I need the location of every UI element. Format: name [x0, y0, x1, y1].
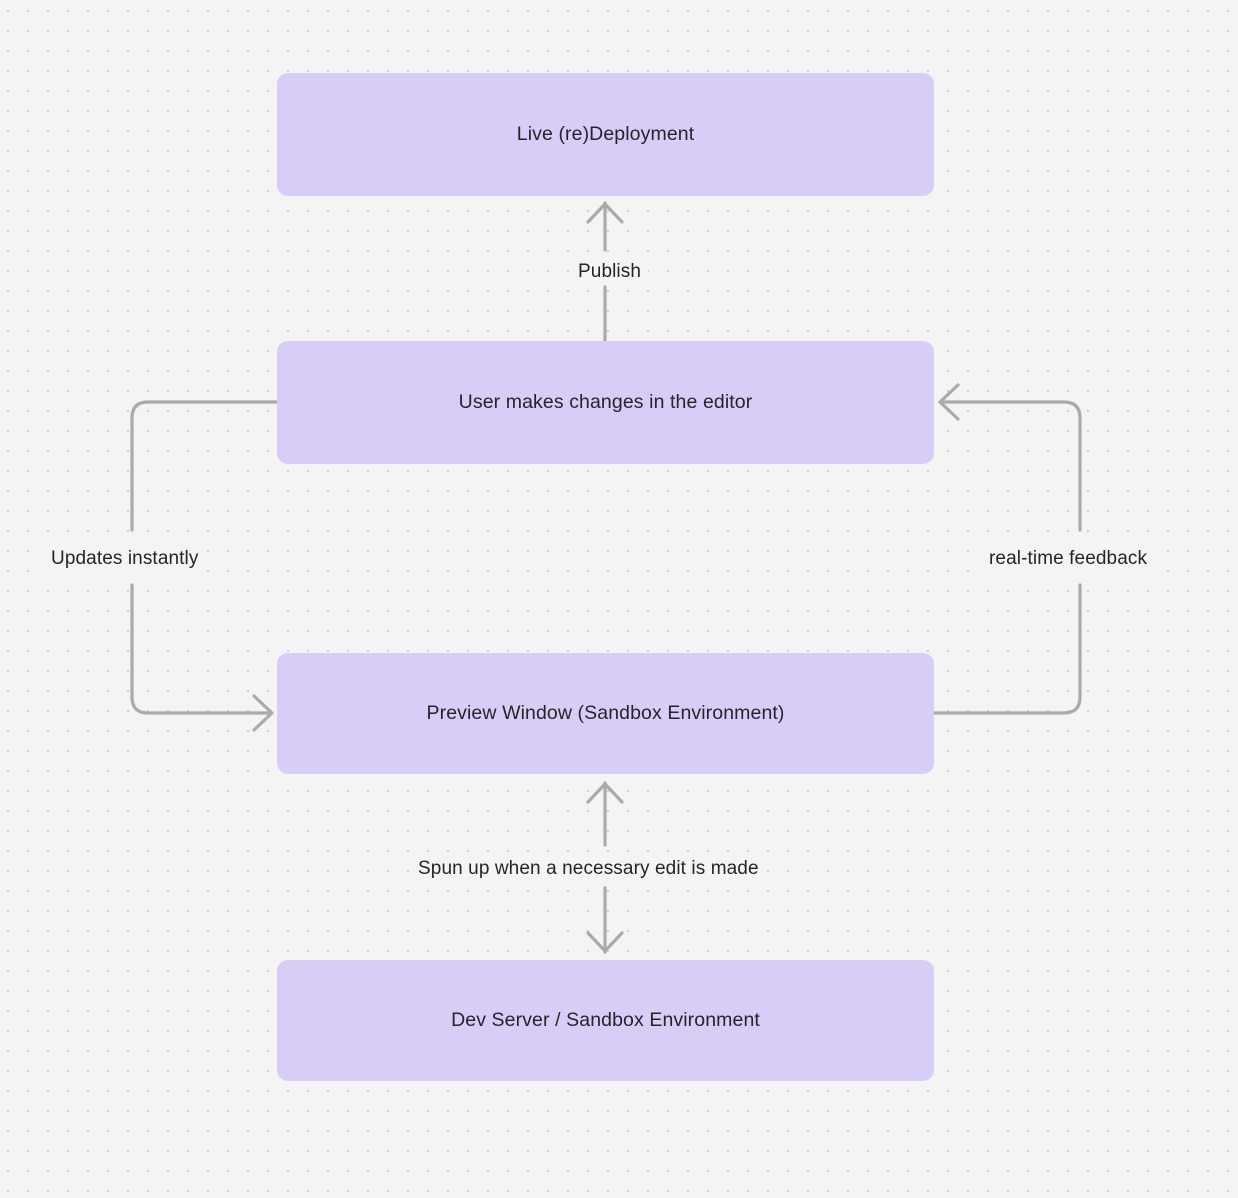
node-user-makes-changes-label: User makes changes in the editor — [458, 390, 753, 413]
node-preview-window[interactable]: Preview Window (Sandbox Environment) — [277, 653, 934, 774]
node-live-redeployment-label: Live (re)Deployment — [516, 122, 695, 145]
node-user-makes-changes[interactable]: User makes changes in the editor — [277, 341, 934, 464]
edge-label-spun-up: Spun up when a necessary edit is made — [411, 856, 766, 882]
node-preview-window-label: Preview Window (Sandbox Environment) — [426, 701, 785, 724]
node-live-redeployment[interactable]: Live (re)Deployment — [277, 73, 934, 196]
edge-label-publish: Publish — [571, 259, 649, 285]
edge-label-updates-instantly: Updates instantly — [44, 546, 206, 572]
edge-label-real-time-feedback: real-time feedback — [982, 546, 1155, 572]
node-dev-server-label: Dev Server / Sandbox Environment — [451, 1008, 760, 1031]
node-dev-server[interactable]: Dev Server / Sandbox Environment — [277, 960, 934, 1081]
